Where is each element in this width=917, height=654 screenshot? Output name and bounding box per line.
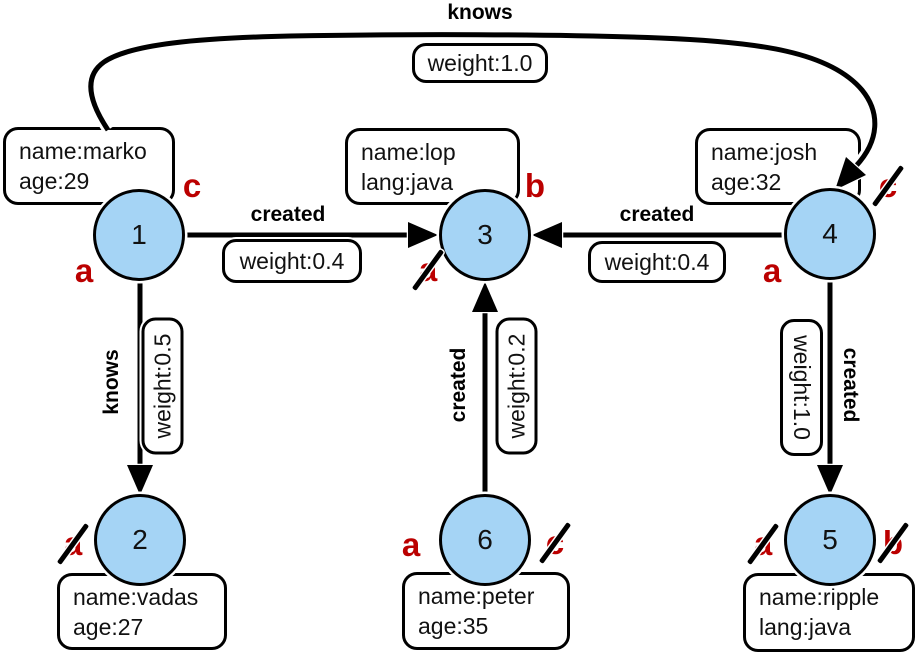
- property-line: lang:java: [361, 169, 454, 195]
- edge-label-knows-1-2: knows: [100, 349, 123, 415]
- property-line: name:lop: [361, 139, 456, 165]
- property-line: name:peter: [418, 583, 535, 609]
- vertex-1-id: 1: [131, 219, 147, 250]
- weight-badge-knows-1-4: weight:1.0: [412, 43, 548, 83]
- vertex-5-circle: 5: [784, 494, 876, 586]
- property-box-josh: name:josh age:32: [695, 128, 861, 205]
- arrowhead-created-4-5: [815, 463, 845, 499]
- step-label-a-slashed-vertex-2: a: [51, 522, 95, 566]
- property-line: age:27: [73, 614, 144, 640]
- property-line: name:ripple: [759, 584, 880, 610]
- edge-knows-1-4-line: [88, 32, 878, 168]
- property-line: age:32: [711, 169, 782, 195]
- step-label-a-vertex-1: a: [74, 252, 94, 289]
- vertex-4-circle: 4: [784, 188, 876, 280]
- vertex-3-id: 3: [477, 219, 493, 250]
- vertex-3-circle: 3: [439, 189, 531, 281]
- edge-label-created-1-3: created: [250, 203, 326, 226]
- weight-badge-created-4-5: weight:1.0: [780, 319, 823, 456]
- property-line: name:josh: [711, 139, 818, 165]
- vertex-6-id: 6: [477, 524, 493, 555]
- step-label-a-vertex-4: a: [762, 252, 782, 289]
- step-label-a-slashed-vertex-3: a: [406, 248, 450, 292]
- property-line: age:35: [418, 613, 489, 639]
- property-line: lang:java: [759, 614, 852, 640]
- edge-label-created-6-3: created: [447, 347, 470, 423]
- step-label-c-slashed-vertex-6: c: [533, 521, 577, 565]
- edge-label-knows-1-4: knows: [447, 1, 513, 24]
- vertex-5-id: 5: [822, 524, 838, 555]
- step-label-c-vertex-1: c: [182, 167, 202, 204]
- vertex-6-circle: 6: [439, 494, 531, 586]
- weight-text: weight:1.0: [789, 335, 815, 440]
- edge-label-created-4-5: created: [839, 347, 862, 423]
- vertex-2-circle: 2: [94, 494, 186, 586]
- arrowhead-knows-1-2: [125, 463, 155, 499]
- weight-text: weight:0.5: [149, 333, 175, 439]
- weight-text: weight:0.2: [503, 333, 529, 439]
- weight-badge-knows-1-2: weight:0.5: [141, 317, 184, 455]
- step-label-a-slashed-vertex-5: a: [741, 522, 785, 566]
- step-label-b-slashed-vertex-5: b: [871, 521, 915, 565]
- step-label-b-vertex-3: b: [524, 167, 546, 204]
- property-line: age:29: [19, 168, 90, 194]
- vertex-4-id: 4: [822, 218, 838, 249]
- arrowhead-created-6-3: [470, 278, 500, 314]
- edge-label-created-4-3: created: [619, 203, 695, 226]
- property-line: name:marko: [19, 138, 147, 164]
- arrowhead-knows-1-4: [832, 154, 869, 193]
- arrowhead-created-1-3: [406, 220, 442, 250]
- weight-badge-created-4-3: weight:0.4: [588, 241, 726, 283]
- property-box-ripple: name:ripple lang:java: [743, 573, 915, 652]
- step-label-c-slashed-vertex-4: c: [866, 164, 910, 208]
- weight-badge-created-1-3: weight:0.4: [222, 239, 362, 283]
- weight-text: weight:0.4: [604, 248, 710, 275]
- weight-badge-created-6-3: weight:0.2: [495, 317, 538, 455]
- weight-text: weight:0.4: [239, 247, 345, 274]
- arrowhead-created-4-3: [528, 220, 564, 250]
- weight-text: weight:1.0: [427, 49, 533, 76]
- vertex-2-id: 2: [132, 524, 148, 555]
- vertex-1-circle: 1: [93, 189, 185, 281]
- property-line: name:vadas: [73, 584, 199, 610]
- step-label-a-vertex-6: a: [401, 526, 421, 563]
- property-box-peter: name:peter age:35: [402, 572, 570, 650]
- property-box-marko: name:marko age:29: [3, 127, 175, 205]
